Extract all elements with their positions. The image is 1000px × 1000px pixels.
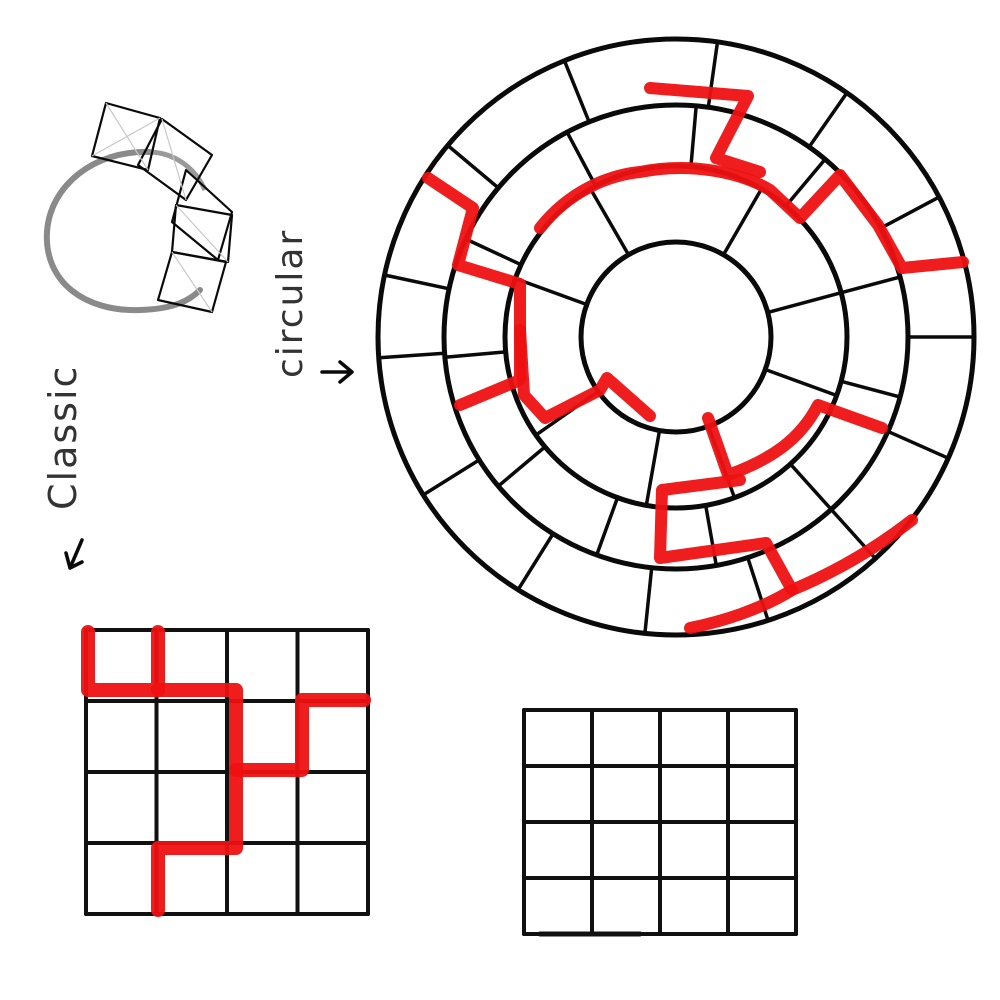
sketch-circle	[43, 148, 203, 314]
circular-arrow	[320, 360, 354, 384]
circular-maze	[375, 36, 977, 638]
blank-grid-lines	[522, 708, 798, 936]
circular-maze-wall	[513, 276, 589, 307]
circular-maze-wall	[463, 237, 523, 267]
circular-maze-wall	[788, 462, 833, 512]
circular-maze-wall	[784, 157, 827, 208]
circular-maze-wall	[376, 351, 447, 360]
classic-maze	[81, 625, 371, 917]
circular-maze-wall	[839, 379, 902, 399]
classic-maze-grid	[84, 628, 370, 916]
circular-maze-wall	[643, 565, 654, 636]
circular-maze-wall	[562, 58, 591, 124]
circular-maze-wall	[689, 104, 698, 169]
circular-maze-wall	[588, 187, 631, 257]
circular-maze-walls	[376, 40, 976, 636]
circular-maze-wall	[382, 273, 451, 291]
circular-maze-wall	[839, 275, 902, 295]
circular-maze-wall	[886, 429, 950, 460]
circular-maze-wall	[516, 531, 555, 592]
classic-label-text: Classic	[41, 365, 85, 510]
classic-arrow	[64, 538, 84, 570]
circular-maze-wall	[496, 445, 547, 488]
circular-maze-wall	[565, 130, 598, 188]
circular-maze-wall	[445, 143, 501, 190]
sketch-tiles	[90, 101, 234, 314]
circular-maze-wall	[766, 290, 843, 315]
circular-maze-wall	[807, 91, 849, 149]
blank-grid	[522, 708, 798, 937]
circular-label-text: circular	[270, 229, 311, 378]
torus-sketch	[43, 101, 234, 314]
circular-maze-solution-path	[422, 82, 969, 634]
circular-maze-wall	[644, 428, 662, 508]
label-circular: circular	[270, 229, 354, 384]
circular-maze-wall	[721, 187, 764, 257]
circular-maze-wall	[594, 495, 620, 557]
classic-maze-solution-path	[81, 625, 371, 917]
circular-maze-wall	[443, 350, 508, 359]
circular-maze-wall	[763, 367, 839, 398]
circular-maze-wall	[879, 195, 941, 230]
circular-maze-wall	[421, 458, 482, 497]
label-classic: Classic	[41, 365, 85, 570]
